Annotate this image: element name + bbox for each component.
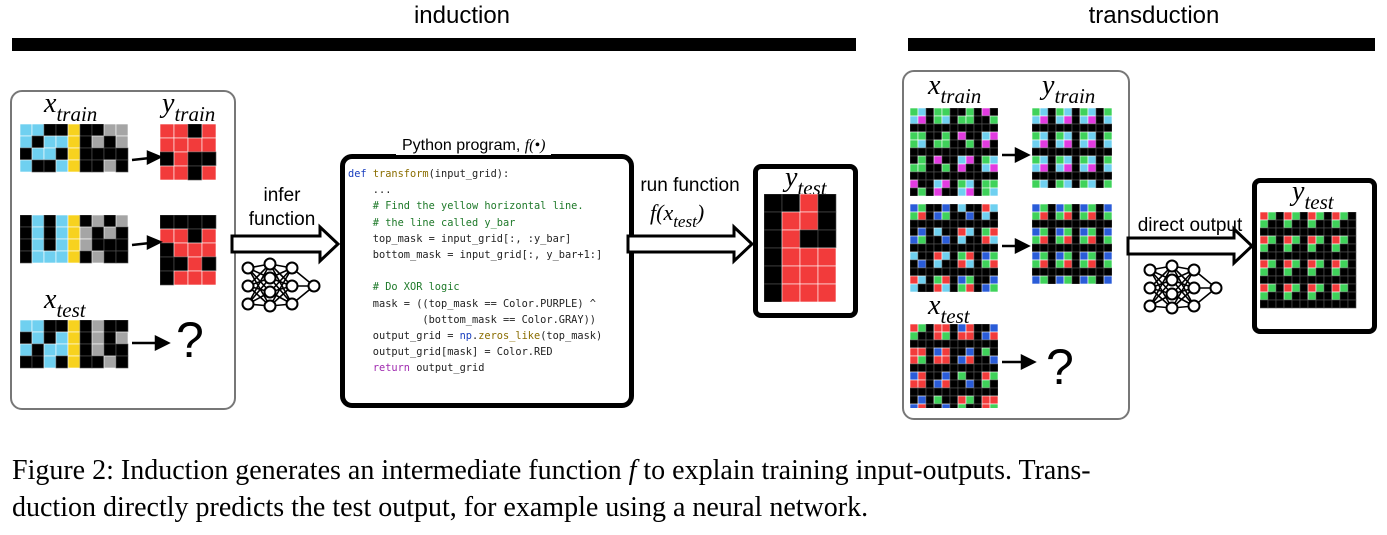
small-arrow-6	[1002, 353, 1037, 371]
x-test-grid	[20, 320, 129, 369]
y-train-label: ytrain	[162, 88, 216, 126]
f-x-test-label: f(xtest)	[650, 200, 705, 231]
induction-bar	[12, 38, 856, 51]
y-train-label-2: ytrain	[1042, 70, 1096, 108]
t-y-train-grid-2	[1032, 204, 1112, 284]
y-train-grid-1	[160, 124, 217, 181]
python-program-title: Python program, f(•)	[396, 137, 552, 155]
y-test-label-2: ytest	[1292, 176, 1334, 214]
small-arrow-1	[131, 150, 164, 166]
infer-arrow	[230, 223, 341, 265]
t-x-test-grid	[910, 324, 998, 408]
y-train-grid-2	[160, 215, 217, 286]
t-y-test-grid	[1260, 212, 1357, 309]
y-test-label: ytest	[785, 162, 827, 200]
x-train-grid-2	[20, 215, 129, 264]
small-arrow-4	[1002, 146, 1031, 164]
neural-network-icon	[241, 257, 321, 313]
t-x-train-grid-1	[910, 108, 998, 196]
question-mark-2: ?	[1046, 339, 1074, 395]
run-function-label: run function	[640, 175, 740, 196]
python-program-box	[340, 154, 634, 408]
transduction-bar	[908, 38, 1375, 51]
t-y-train-grid-1	[1032, 108, 1112, 188]
direct-output-label: direct output	[1137, 215, 1243, 236]
y-test-grid	[764, 194, 837, 302]
induction-header: induction	[413, 2, 511, 29]
x-test-label-2: xtest	[928, 290, 970, 328]
direct-output-arrow	[1126, 225, 1255, 267]
run-arrow	[626, 223, 755, 265]
small-arrow-2	[131, 235, 164, 251]
t-x-train-grid-2	[910, 204, 998, 292]
small-arrow-5	[1002, 237, 1031, 255]
x-train-grid-1	[20, 124, 129, 173]
question-mark: ?	[176, 312, 204, 368]
transduction-header: transduction	[1088, 2, 1220, 29]
figure-caption: Figure 2: Induction generates an interme…	[12, 455, 1091, 523]
x-train-label: xtrain	[44, 88, 98, 126]
program-code: def transform(input_grid): ... # Find th…	[348, 168, 603, 375]
x-train-label-2: xtrain	[928, 70, 982, 108]
x-test-label: xtest	[44, 284, 86, 322]
small-arrow-3	[132, 334, 171, 352]
neural-network-icon-2	[1143, 259, 1223, 315]
infer-function-label: infer function	[248, 185, 316, 230]
arrows-overlay	[131, 146, 1255, 371]
